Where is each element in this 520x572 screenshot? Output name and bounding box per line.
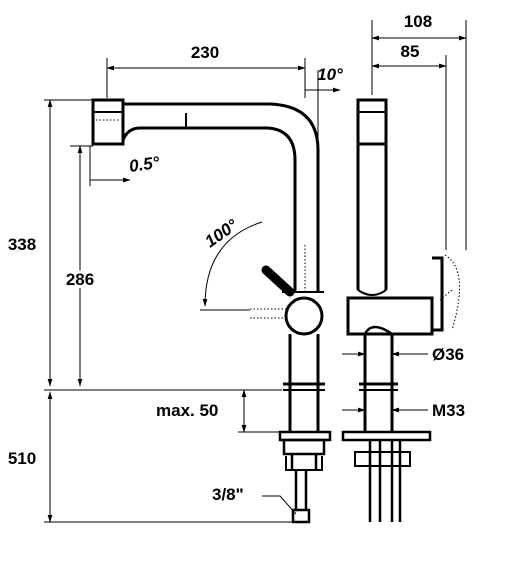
lever-handle bbox=[250, 265, 324, 336]
aerator-angle-label: 0.5° bbox=[128, 153, 161, 176]
spout-reach-label: 230 bbox=[191, 43, 219, 62]
hose-length-label: 510 bbox=[8, 449, 36, 468]
max-deck-label: max. 50 bbox=[156, 401, 218, 420]
spout-height-label: 286 bbox=[66, 270, 94, 289]
total-height-label: 338 bbox=[8, 235, 36, 254]
side-view bbox=[341, 98, 461, 522]
spout-angle-label: 10° bbox=[317, 65, 343, 84]
overall-depth-label: 108 bbox=[404, 12, 432, 31]
dimension-lines bbox=[44, 20, 467, 523]
faucet-body bbox=[278, 334, 332, 442]
front-view bbox=[91, 98, 332, 524]
body-diameter-label: Ø36 bbox=[432, 345, 464, 364]
mounting-fitting bbox=[282, 438, 326, 524]
swivel-angle-label: 100° bbox=[201, 215, 241, 251]
aerator-head bbox=[91, 98, 125, 146]
spout-arm bbox=[121, 102, 320, 292]
thread-label: M33 bbox=[432, 401, 465, 420]
body-depth-label: 85 bbox=[401, 42, 420, 61]
connection-label: 3/8" bbox=[212, 485, 244, 504]
